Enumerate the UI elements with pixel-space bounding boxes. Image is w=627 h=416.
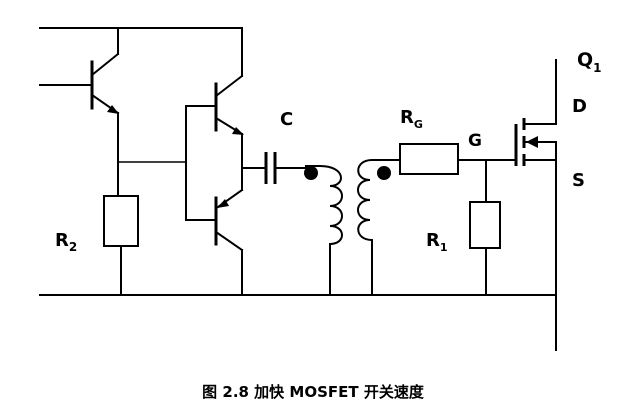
label-rg: RG [400,107,423,131]
mosfet-q1 [514,59,557,351]
driver-transistor [39,27,120,115]
label-s: S [572,170,585,191]
resistor-r1 [469,201,501,249]
label-q1: Q1 [577,49,602,75]
transformer-primary-winding [304,164,343,296]
label-g: G [468,131,482,151]
resistor-rg [399,143,459,175]
label-r2: R2 [55,230,77,254]
capacitor-c [264,152,277,184]
label-d: D [572,96,587,117]
label-r1: R1 [426,230,448,254]
figure-caption: 图 2.8 加快 MOSFET 开关速度 [202,383,425,401]
label-c: C [280,109,293,130]
resistor-r2 [103,195,139,247]
transformer-secondary-winding [357,158,401,296]
totem-upper-transistor [214,27,244,136]
totem-lower-transistor [214,188,244,296]
